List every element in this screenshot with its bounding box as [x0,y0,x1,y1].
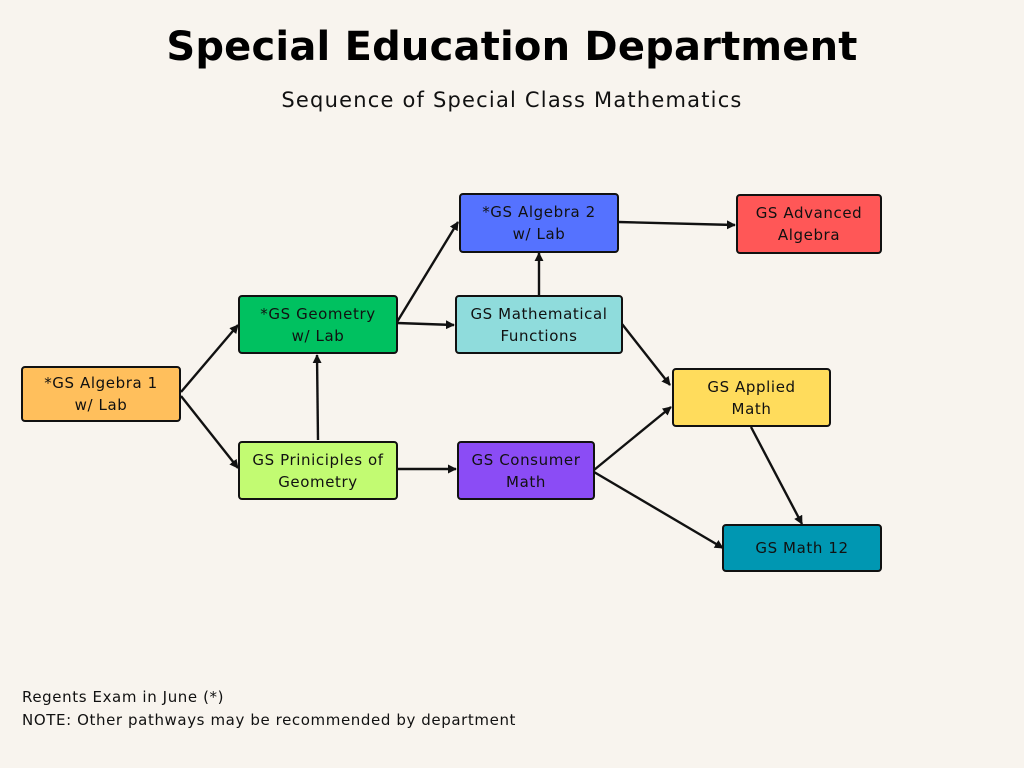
page-subtitle: Sequence of Special Class Mathematics [281,88,743,112]
arrow-geometry-to-functions [396,320,455,330]
arrow-applied-to-math12 [749,426,804,525]
node-consumer-math: GS Consumer Math [457,441,595,500]
footnote-regents: Regents Exam in June (*) [22,688,225,706]
arrow-algebra1-to-geometry [180,324,239,393]
node-math-12: GS Math 12 [722,524,882,572]
node-mathematical-functions: GS Mathematical Functions [455,295,623,354]
node-applied-math: GS Applied Math [672,368,831,427]
node-geometry: *GS Geometry w/ Lab [238,295,398,354]
node-principles-of-geometry: GS Priniciples of Geometry [238,441,398,500]
arrow-functions-to-applied [621,323,671,386]
node-algebra-2: *GS Algebra 2 w/ Lab [459,193,619,253]
arrow-algebra2-to-advanced [617,220,736,230]
node-algebra-1: *GS Algebra 1 w/ Lab [21,366,181,422]
page-title: Special Education Department [166,24,858,70]
node-advanced-algebra: GS Advanced Algebra [736,194,882,254]
arrow-geometry-to-algebra2 [395,221,460,323]
arrow-algebra1-to-principles [180,395,239,469]
arrow-consumer-to-applied [593,406,672,471]
arrow-consumer-to-math12 [593,470,724,550]
arrow-principles-to-geometry [312,354,322,441]
footnote-pathways: NOTE: Other pathways may be recommended … [22,711,517,729]
